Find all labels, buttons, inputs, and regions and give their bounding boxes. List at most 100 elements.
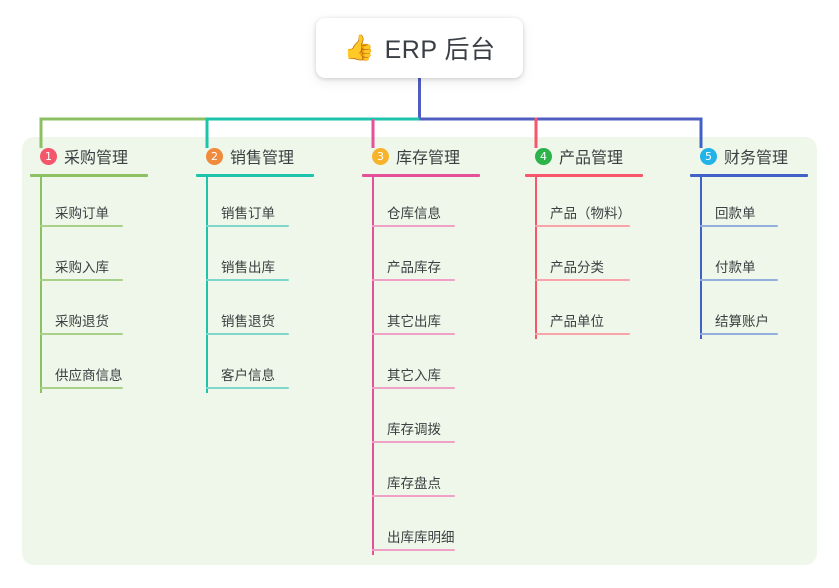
- branch-title: 产品管理: [559, 150, 624, 167]
- diagram-background-panel: [22, 137, 817, 565]
- branch-header-2[interactable]: 2 销售管理: [196, 143, 346, 169]
- branch-leaf[interactable]: 仓库信息: [362, 177, 512, 231]
- branch-leaf-underline: [206, 225, 289, 227]
- branch-leaf-label: 出库库明细: [387, 530, 455, 545]
- branch-column-1: 1 采购管理采购订单采购入库采购退货供应商信息: [30, 143, 180, 393]
- branch-items: 采购订单采购入库采购退货供应商信息: [30, 177, 180, 393]
- branch-leaf-label: 仓库信息: [387, 206, 441, 221]
- branch-title: 采购管理: [64, 150, 129, 167]
- branch-leaf-underline: [372, 333, 455, 335]
- branch-leaf-label: 销售退货: [221, 314, 275, 329]
- branch-spine: [40, 177, 42, 393]
- branch-leaf-underline: [535, 279, 630, 281]
- branch-items: 仓库信息产品库存其它出库其它入库库存调拨库存盘点出库库明细: [362, 177, 512, 555]
- branch-leaf[interactable]: 库存调拨: [362, 393, 512, 447]
- root-node[interactable]: 👍 ERP 后台: [316, 18, 523, 78]
- branch-leaf[interactable]: 产品单位: [525, 285, 675, 339]
- branch-leaf[interactable]: 采购订单: [30, 177, 180, 231]
- branch-leaf-label: 库存盘点: [387, 476, 441, 491]
- branch-header-4[interactable]: 4 产品管理: [525, 143, 675, 169]
- branch-leaf[interactable]: 付款单: [690, 231, 839, 285]
- branch-leaf[interactable]: 销售订单: [196, 177, 346, 231]
- branch-leaf-label: 回款单: [715, 206, 756, 221]
- branch-items: 回款单付款单结算账户: [690, 177, 839, 339]
- branch-leaf-label: 结算账户: [715, 314, 769, 329]
- branch-leaf[interactable]: 产品库存: [362, 231, 512, 285]
- branch-leaf[interactable]: 产品分类: [525, 231, 675, 285]
- branch-number-badge: 4: [535, 147, 552, 165]
- branch-leaf-label: 产品库存: [387, 260, 441, 275]
- branch-number-badge: 1: [40, 147, 57, 165]
- branch-underline: [690, 174, 808, 177]
- branch-leaf[interactable]: 回款单: [690, 177, 839, 231]
- branch-leaf[interactable]: 其它出库: [362, 285, 512, 339]
- branch-header-5[interactable]: 5 财务管理: [690, 143, 839, 169]
- branch-leaf-underline: [372, 441, 455, 443]
- branch-leaf-underline: [700, 333, 778, 335]
- branch-spine: [372, 177, 374, 555]
- branch-leaf-underline: [206, 279, 289, 281]
- root-title: ERP 后台: [384, 36, 496, 64]
- branch-column-2: 2 销售管理销售订单销售出库销售退货客户信息: [196, 143, 346, 393]
- branch-underline: [362, 174, 480, 177]
- branch-leaf-label: 其它入库: [387, 368, 441, 383]
- branch-leaf-label: 供应商信息: [55, 368, 123, 383]
- thumbs-up-icon: 👍: [343, 33, 375, 62]
- branch-leaf-underline: [372, 495, 455, 497]
- branch-column-4: 4 产品管理产品（物料） 产品分类产品单位: [525, 143, 675, 339]
- branch-title: 财务管理: [724, 150, 789, 167]
- branch-leaf-underline: [372, 225, 455, 227]
- branch-leaf-underline: [700, 279, 778, 281]
- branch-leaf-label: 库存调拨: [387, 422, 441, 437]
- branch-leaf-underline: [372, 549, 455, 551]
- branch-underline: [30, 174, 148, 177]
- branch-leaf[interactable]: 采购退货: [30, 285, 180, 339]
- branch-leaf-underline: [40, 387, 123, 389]
- branch-spine: [535, 177, 537, 339]
- branch-leaf-label: 产品（物料）: [550, 206, 631, 221]
- branch-items: 产品（物料） 产品分类产品单位: [525, 177, 675, 339]
- branch-leaf-underline: [206, 333, 289, 335]
- branch-leaf-label: 采购订单: [55, 206, 109, 221]
- branch-header-3[interactable]: 3 库存管理: [362, 143, 512, 169]
- branch-title: 库存管理: [396, 150, 461, 167]
- branch-spine: [206, 177, 208, 393]
- branch-header-1[interactable]: 1 采购管理: [30, 143, 180, 169]
- branch-leaf[interactable]: 采购入库: [30, 231, 180, 285]
- branch-leaf[interactable]: 产品（物料）: [525, 177, 675, 231]
- branch-number-badge: 3: [372, 147, 389, 165]
- branch-underline: [196, 174, 314, 177]
- branch-leaf-label: 产品分类: [550, 260, 604, 275]
- branch-leaf-label: 采购入库: [55, 260, 109, 275]
- branch-leaf-label: 产品单位: [550, 314, 604, 329]
- branch-leaf[interactable]: 其它入库: [362, 339, 512, 393]
- branch-leaf[interactable]: 销售出库: [196, 231, 346, 285]
- branch-leaf-underline: [372, 279, 455, 281]
- branch-title: 销售管理: [230, 150, 295, 167]
- branch-leaf-underline: [40, 225, 123, 227]
- branch-number-badge: 5: [700, 147, 717, 165]
- branch-leaf[interactable]: 结算账户: [690, 285, 839, 339]
- branch-leaf[interactable]: 客户信息: [196, 339, 346, 393]
- branch-leaf[interactable]: 库存盘点: [362, 447, 512, 501]
- branch-leaf-label: 其它出库: [387, 314, 441, 329]
- branch-items: 销售订单销售出库销售退货客户信息: [196, 177, 346, 393]
- branch-number-badge: 2: [206, 147, 223, 165]
- branch-leaf[interactable]: 出库库明细: [362, 501, 512, 555]
- branch-underline: [525, 174, 643, 177]
- branch-leaf-label: 付款单: [715, 260, 756, 275]
- branch-leaf-label: 销售出库: [221, 260, 275, 275]
- branch-leaf-label: 销售订单: [221, 206, 275, 221]
- branch-leaf[interactable]: 供应商信息: [30, 339, 180, 393]
- branch-column-3: 3 库存管理仓库信息产品库存其它出库其它入库库存调拨库存盘点出库库明细: [362, 143, 512, 555]
- branch-column-5: 5 财务管理回款单付款单结算账户: [690, 143, 839, 339]
- branch-leaf-underline: [40, 333, 123, 335]
- branch-leaf-underline: [372, 387, 455, 389]
- branch-leaf-label: 采购退货: [55, 314, 109, 329]
- branch-leaf-label: 客户信息: [221, 368, 275, 383]
- branch-leaf-underline: [40, 279, 123, 281]
- branch-leaf[interactable]: 销售退货: [196, 285, 346, 339]
- branch-spine: [700, 177, 702, 339]
- branch-leaf-underline: [535, 225, 630, 227]
